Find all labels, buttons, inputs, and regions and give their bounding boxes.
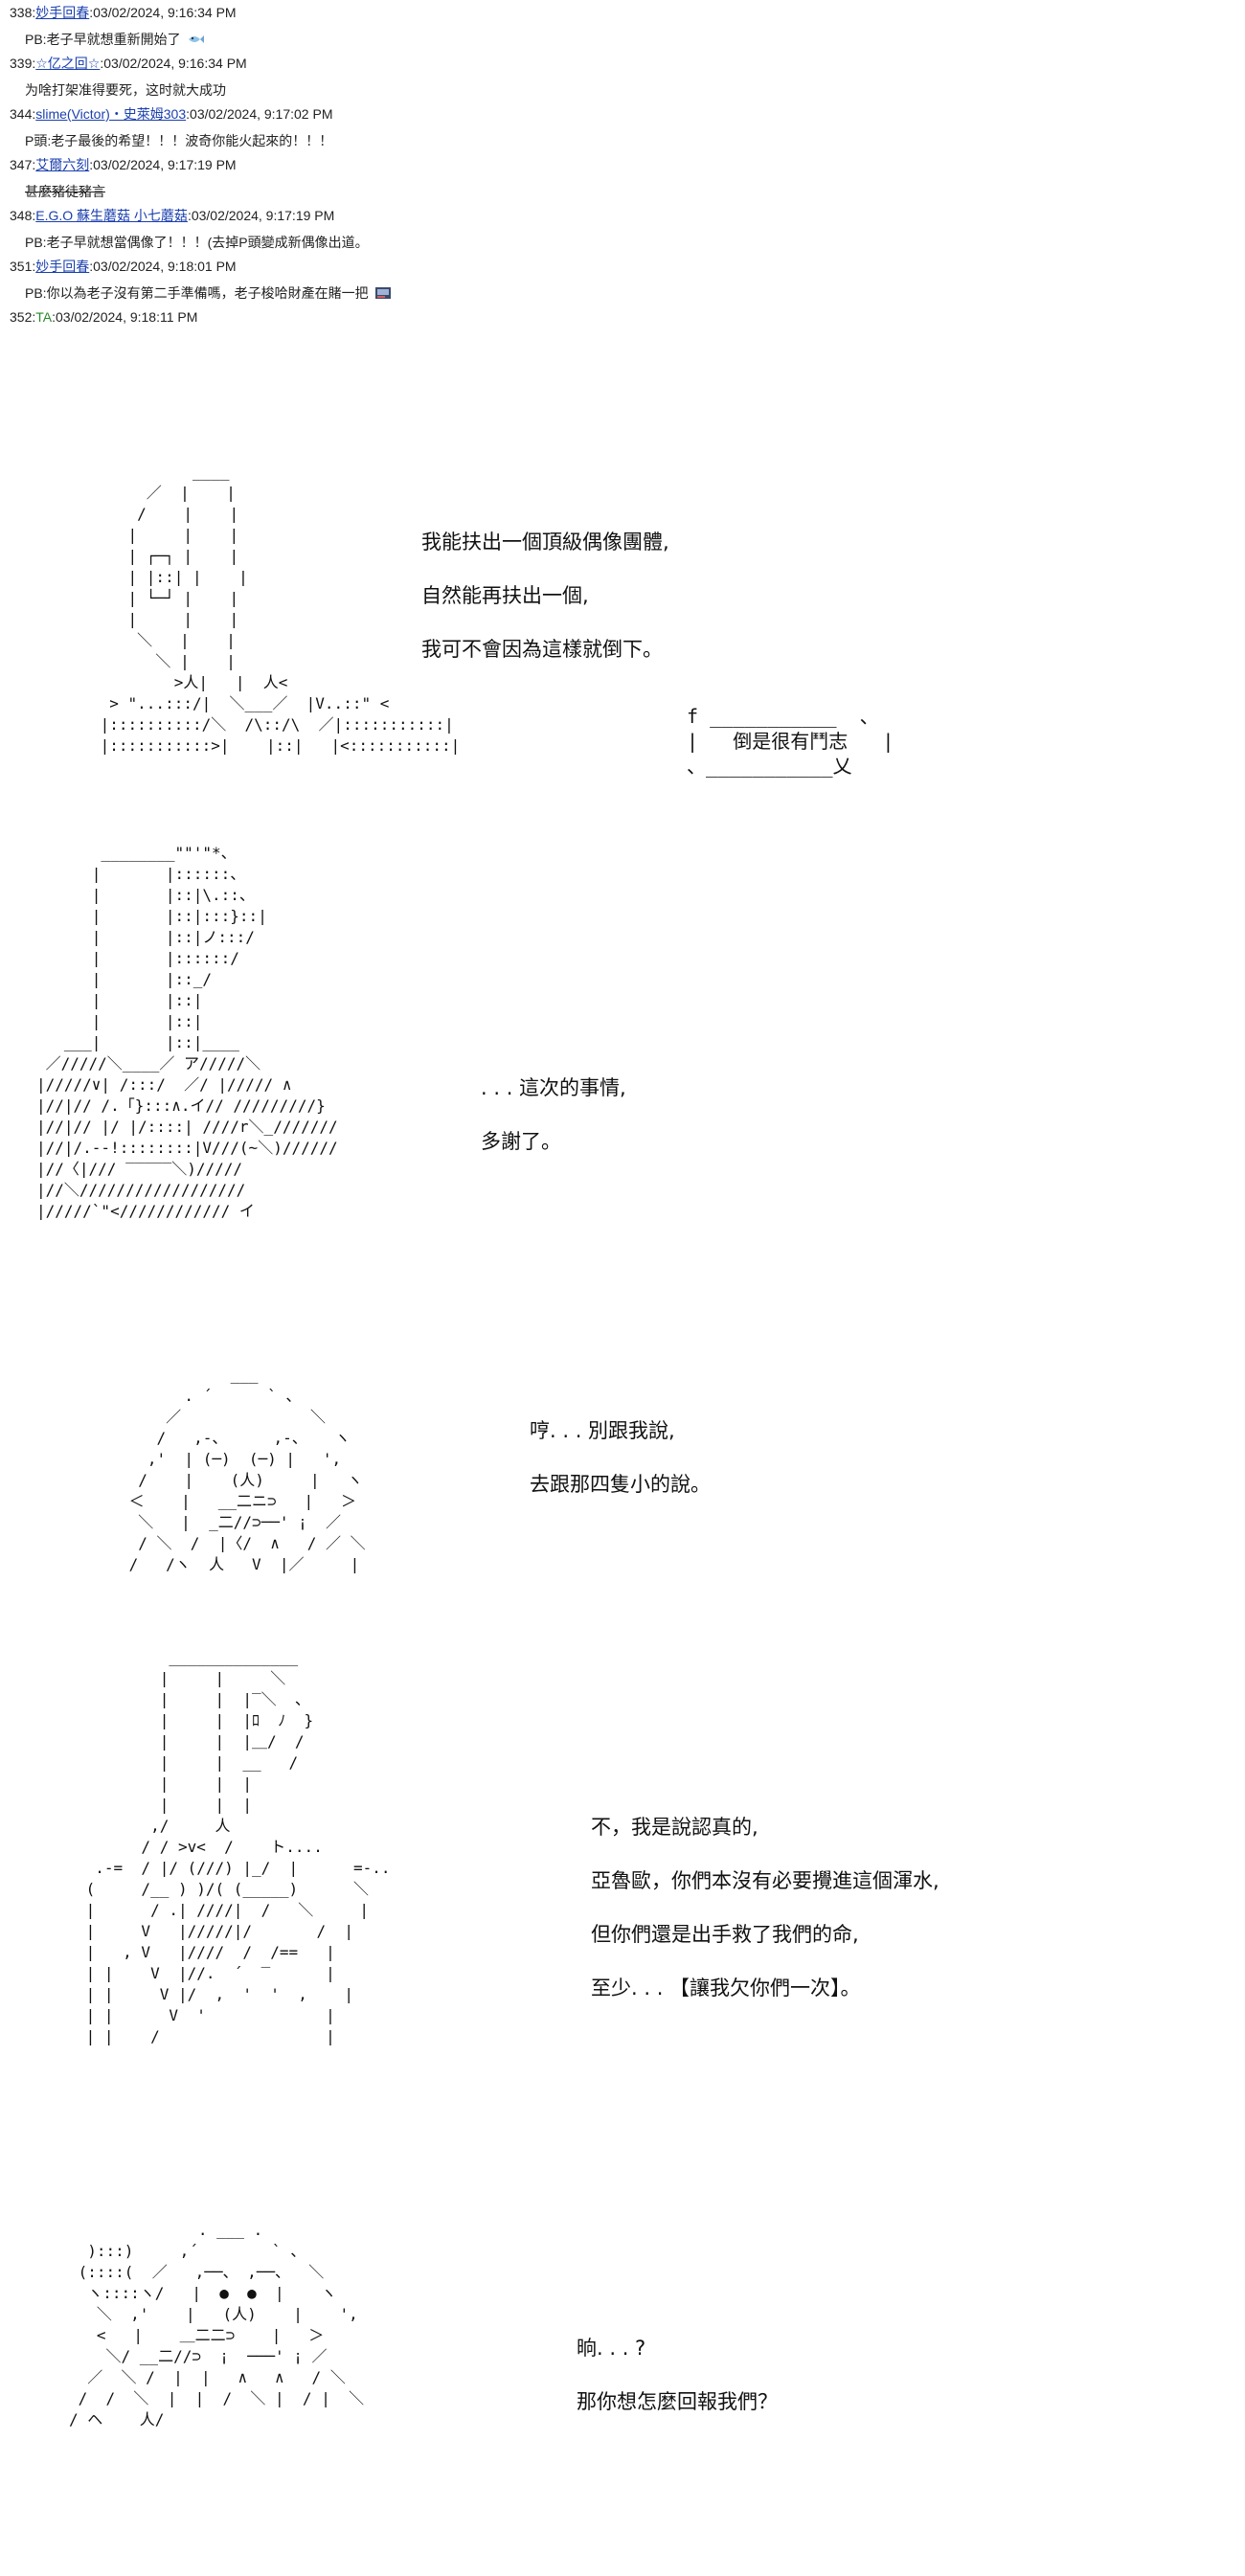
post-date: 03/02/2024, 9:16:34 PM [103,56,247,71]
post-body: 甚麼豬徒豬言 [25,183,603,200]
dialogue-line: 哼. . . 別跟我說, [530,1419,675,1442]
post-text: PB:老子早就想當偶像了！！！(去掉P頭變成新偶像出道。 [25,235,369,250]
post-body: 为啥打架准得要死，这时就大成功 [25,81,603,99]
post-number: 339 [10,56,33,71]
post-header: 347:艾爾六刻:03/02/2024, 9:17:19 PM [10,157,237,172]
dialogue-block: . . . 這次的事情, 多謝了。 [481,1061,626,1168]
dialogue-block: 不，我是說認真的, 亞魯歐，你們本沒有必要攪進這個渾水, 但你們還是出手救了我們… [591,1800,939,2015]
post-header: 348:E.G.O 蘇生蘑菇 小七蘑菇:03/02/2024, 9:17:19 … [10,208,335,223]
ascii-art-p-head-standing: ____ ／ | | / | | | | | | ┌─┐ | | | |::| … [100,463,461,755]
dialogue-line: 不，我是說認真的, [591,1816,758,1839]
post-header: 339:☆亿之回☆:03/02/2024, 9:16:34 PM [10,56,247,71]
dialogue-line: 多謝了。 [481,1130,561,1153]
dialogue-line: 亞魯歐，你們本沒有必要攪進這個渾水, [591,1869,939,1892]
dialogue-line: . . . 這次的事情, [481,1076,626,1099]
post-text: 甚麼豬徒豬言 [25,184,105,199]
dialogue-line: 去跟那四隻小的說。 [530,1473,711,1496]
poster-name-link[interactable]: TA [35,309,53,325]
post-body: PB:你以為老子沒有第二手準備嗎，老子梭哈財產在賭一把 [25,284,603,302]
ascii-art-round-character: ___ . ´ ` 、 ／ ＼ / ,-、 ,-、 ヽ ,' | (─) (─)… [128,1366,366,1573]
post-text: PB:老子早就想重新開始了 [25,32,181,47]
dialogue-line: 晌. . . ? [577,2337,646,2360]
dialogue-line: 至少. . . 【讓我欠你們一次】。 [591,1977,861,2000]
dialogue-block: 晌. . . ? 那你想怎麼回報我們？ [577,2321,778,2429]
dialogue-line: 我可不會因為這樣就倒下。 [421,638,663,661]
post-date: 03/02/2024, 9:17:02 PM [190,106,333,122]
post-date: 03/02/2024, 9:17:19 PM [93,157,237,172]
post-body: PB:老子早就想當偶像了！！！(去掉P頭變成新偶像出道。 [25,234,603,251]
poster-name-link[interactable]: slime(Victor)・史萊姆303 [35,106,187,122]
poster-name-link[interactable]: ☆亿之回☆ [35,56,101,71]
post-number: 351 [10,259,33,274]
dialogue-line: 但你們還是出手救了我們的命, [591,1923,859,1946]
speech-bubble: f ___________ 、 | 倒是很有鬥志 | 、___________乂 [687,705,894,778]
poster-name-link[interactable]: 妙手回春 [35,259,90,274]
dialogue-block: 我能扶出一個頂級偶像團體, 自然能再扶出一個, 我可不會因為這樣就倒下。 [421,515,669,676]
thread-list: 338:妙手回春:03/02/2024, 9:16:34 PM PB:老子早就想… [10,4,603,326]
poster-name-link[interactable]: 妙手回春 [35,5,90,20]
ascii-art-p-head-closeup: ________""'"*、 | |::::::、 | |::|\.::、 | … [36,844,338,1220]
post-body: P頭:老子最後的希望！！！波奇你能火起來的！！！ [25,132,603,149]
post-header: 344:slime(Victor)・史萊姆303:03/02/2024, 9:1… [10,106,333,122]
post-number: 338 [10,5,33,20]
post-header: 352:TA:03/02/2024, 9:18:11 PM [10,309,198,325]
poster-name-link[interactable]: E.G.O 蘇生蘑菇 小七蘑菇 [35,208,188,223]
post-header: 351:妙手回春:03/02/2024, 9:18:01 PM [10,259,237,274]
post-date: 03/02/2024, 9:17:19 PM [191,208,335,223]
poster-name-link[interactable]: 艾爾六刻 [35,157,90,172]
post-number: 348 [10,208,33,223]
dialogue-line: 我能扶出一個頂級偶像團體, [421,531,669,554]
dialogue-line: 自然能再扶出一個, [421,584,589,607]
ascii-art-p-head-suit: ______________ | | ＼ | | |‾＼ 、 | | |ﾛ ﾉ … [85,1648,391,2045]
post-text: PB:你以為老子沒有第二手準備嗎，老子梭哈財產在賭一把 [25,285,369,301]
post-text: P頭:老子最後的希望！！！波奇你能火起來的！！！ [25,133,333,148]
post-date: 03/02/2024, 9:18:11 PM [56,309,198,325]
post-number: 352 [10,309,33,325]
post-header: 338:妙手回春:03/02/2024, 9:16:34 PM [10,5,237,20]
fish-emoji-icon [188,35,204,43]
image-emoji-icon [374,287,391,299]
post-text: 为啥打架准得要死，这时就大成功 [25,82,226,98]
dialogue-line: 那你想怎麼回報我們？ [577,2390,778,2413]
post-body: PB:老子早就想重新開始了 [25,31,603,48]
dialogue-block: 哼. . . 別跟我說, 去跟那四隻小的說。 [530,1404,711,1511]
post-number: 344 [10,106,33,122]
post-date: 03/02/2024, 9:16:34 PM [93,5,237,20]
ascii-art-round-character-surprised: . ___ . ):::) ,´ ` 、 (::::( ／ ,──、 ,──、 … [69,2221,365,2429]
post-date: 03/02/2024, 9:18:01 PM [93,259,237,274]
post-number: 347 [10,157,33,172]
